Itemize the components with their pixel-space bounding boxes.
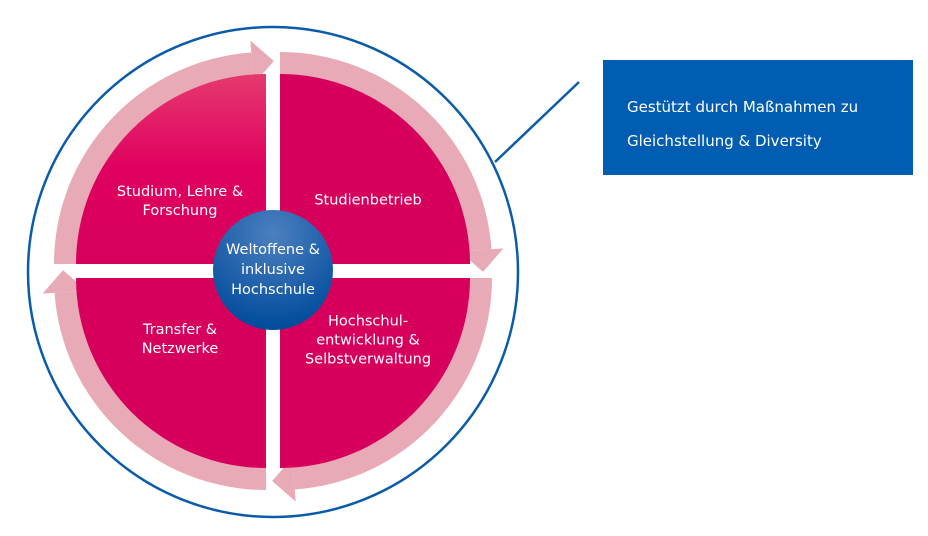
info-line: Gestützt durch Maßnahmen zu <box>627 98 859 116</box>
arrowhead-icon <box>459 248 504 272</box>
quadrant-studium <box>76 74 266 264</box>
info-box: Gestützt durch Maßnahmen zu Gleichstellu… <box>603 60 913 175</box>
arrow-band-studienbetrieb <box>280 52 492 252</box>
label-line: Netzwerke <box>141 341 219 357</box>
label-line: Weltoffene & <box>226 242 320 258</box>
arrowhead-icon <box>250 40 274 85</box>
label-line: Hochschule <box>231 282 315 298</box>
arrowhead-icon <box>272 457 296 502</box>
outer-circle <box>26 25 520 519</box>
label-line: Transfer & <box>142 322 218 338</box>
arrow-band-studium <box>54 52 254 265</box>
label-line: Selbstverwaltung <box>304 351 432 368</box>
quadrant-hochschulentwicklung <box>280 278 470 468</box>
arrow-band-transfer <box>54 290 267 490</box>
label-line: Studium, Lehre & <box>116 184 244 200</box>
quadrant-label-studium: Studium, Lehre & Forschung <box>117 183 243 221</box>
label-line: entwicklung & <box>316 332 420 349</box>
info-line: Gleichstellung & Diversity <box>627 132 822 150</box>
label-line: Hochschul- <box>327 313 409 330</box>
center-circle <box>213 210 333 330</box>
quadrant-label-hochschulentwicklung: Hochschul- entwicklung & Selbstverwaltun… <box>305 313 431 370</box>
quadrant-studienbetrieb <box>280 74 470 264</box>
label-line: Forschung <box>142 203 218 219</box>
quadrant-label-studienbetrieb: Studienbetrieb <box>314 192 421 211</box>
connector-line <box>494 81 580 163</box>
center-label: Weltoffene & inklusive Hochschule <box>226 240 320 300</box>
arrow-band-hochschulentwicklung <box>292 278 492 490</box>
arrowhead-icon <box>42 270 87 294</box>
quadrant-transfer <box>76 278 266 468</box>
label-line: inklusive <box>241 262 305 278</box>
label-line: Studienbetrieb <box>314 192 422 209</box>
quadrant-label-transfer: Transfer & Netzwerke <box>142 321 219 359</box>
